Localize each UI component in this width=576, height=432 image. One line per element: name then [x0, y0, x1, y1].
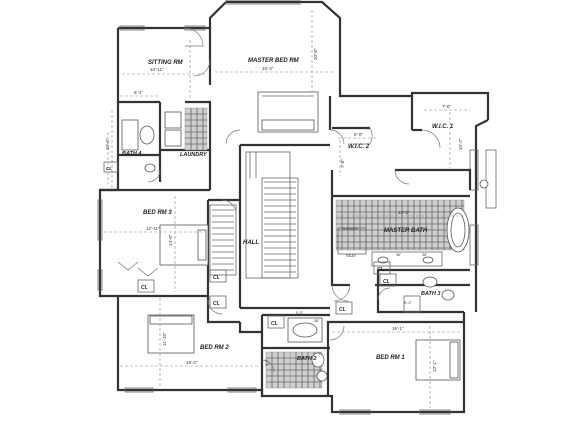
room-wic1: W.I.C. 1	[432, 124, 454, 130]
room-bed-rm3: BED RM 3	[143, 210, 172, 216]
room-labels: SITTING RM 10'-11" MASTER BED RM 15'-4" …	[105, 48, 463, 372]
staircase	[209, 151, 299, 279]
room-bath3: BATH 3	[421, 291, 440, 297]
dim-master-bed-rm-v: 20'-8"	[313, 48, 318, 60]
vanity-dim: 36"	[422, 253, 428, 257]
room-bed-rm1: BED RM 1	[376, 355, 405, 361]
closet-label: CL	[339, 307, 346, 313]
fixture-dims: 36" 36" 36" 5'-0" 9'-5"	[265, 253, 428, 366]
dim-wic2-v: 7'-6"	[340, 159, 345, 168]
closet-label: CL	[377, 267, 384, 273]
dim-wic1-v: 10'-2"	[458, 138, 463, 150]
dim-bath3: 9'-2"	[404, 300, 413, 305]
fixtures	[121, 91, 489, 382]
exterior-walls	[98, 0, 490, 414]
label-shower: SHOWER	[342, 227, 358, 231]
dim-master-bed-rm: 15'-4"	[262, 66, 274, 71]
dim-bath4-v: 10'-6"	[105, 138, 110, 150]
interior-walls	[100, 28, 472, 396]
closet-label: CL	[141, 285, 148, 291]
room-bed-rm2: BED RM 2	[200, 345, 229, 351]
dim-wic1-h: 7'-0"	[442, 104, 451, 109]
room-master-bed-rm: MASTER BED RM	[248, 58, 300, 64]
closet-label: CL	[106, 166, 112, 171]
bath-dim: 5'-0"	[296, 311, 304, 315]
room-master-bath: MASTER BATH	[384, 228, 428, 234]
label-seat: SEAT	[346, 253, 357, 258]
dim-laundry-h: 5'-1"	[134, 90, 143, 95]
closet-label: CL	[213, 275, 220, 281]
closet-label: CL	[213, 301, 220, 307]
room-hall: HALL	[243, 240, 259, 246]
dim-bed-rm3-h: 12'-11"	[146, 226, 160, 231]
windows	[97, 0, 497, 415]
room-wic2: W.I.C. 2	[348, 144, 370, 150]
dim-bed-rm2-v: 11'-10"	[162, 332, 167, 346]
room-laundry: LAUNDRY	[180, 152, 208, 158]
dim-bed-rm1-v: 13'-1"	[432, 360, 437, 372]
vanity-dim: 36"	[396, 253, 402, 257]
dim-bed-rm3-v: 14'-0"	[168, 234, 173, 246]
bath-dim: 9'-5"	[265, 358, 269, 366]
dim-master-bath-h: 13'-2"	[398, 210, 410, 215]
doors	[117, 27, 441, 373]
dim-wic2-h: 6'-0"	[354, 132, 363, 137]
closet-labels: CL CL CL CL CL CL CL CL	[103, 161, 397, 329]
room-sitting-rm: SITTING RM	[148, 60, 184, 66]
dim-bed-rm1-h: 16'-1"	[392, 326, 404, 331]
dim-sitting-rm: 10'-11"	[150, 67, 164, 72]
dim-bed-rm2-h: 18'-2"	[186, 360, 198, 365]
room-bath4: BATH 4	[122, 151, 141, 157]
vanity-dim: 36"	[314, 319, 320, 323]
closet-label: CL	[383, 279, 390, 285]
dimension-lines	[104, 10, 470, 408]
closet-label: CL	[271, 321, 278, 327]
room-bath2: BATH 2	[297, 356, 316, 362]
